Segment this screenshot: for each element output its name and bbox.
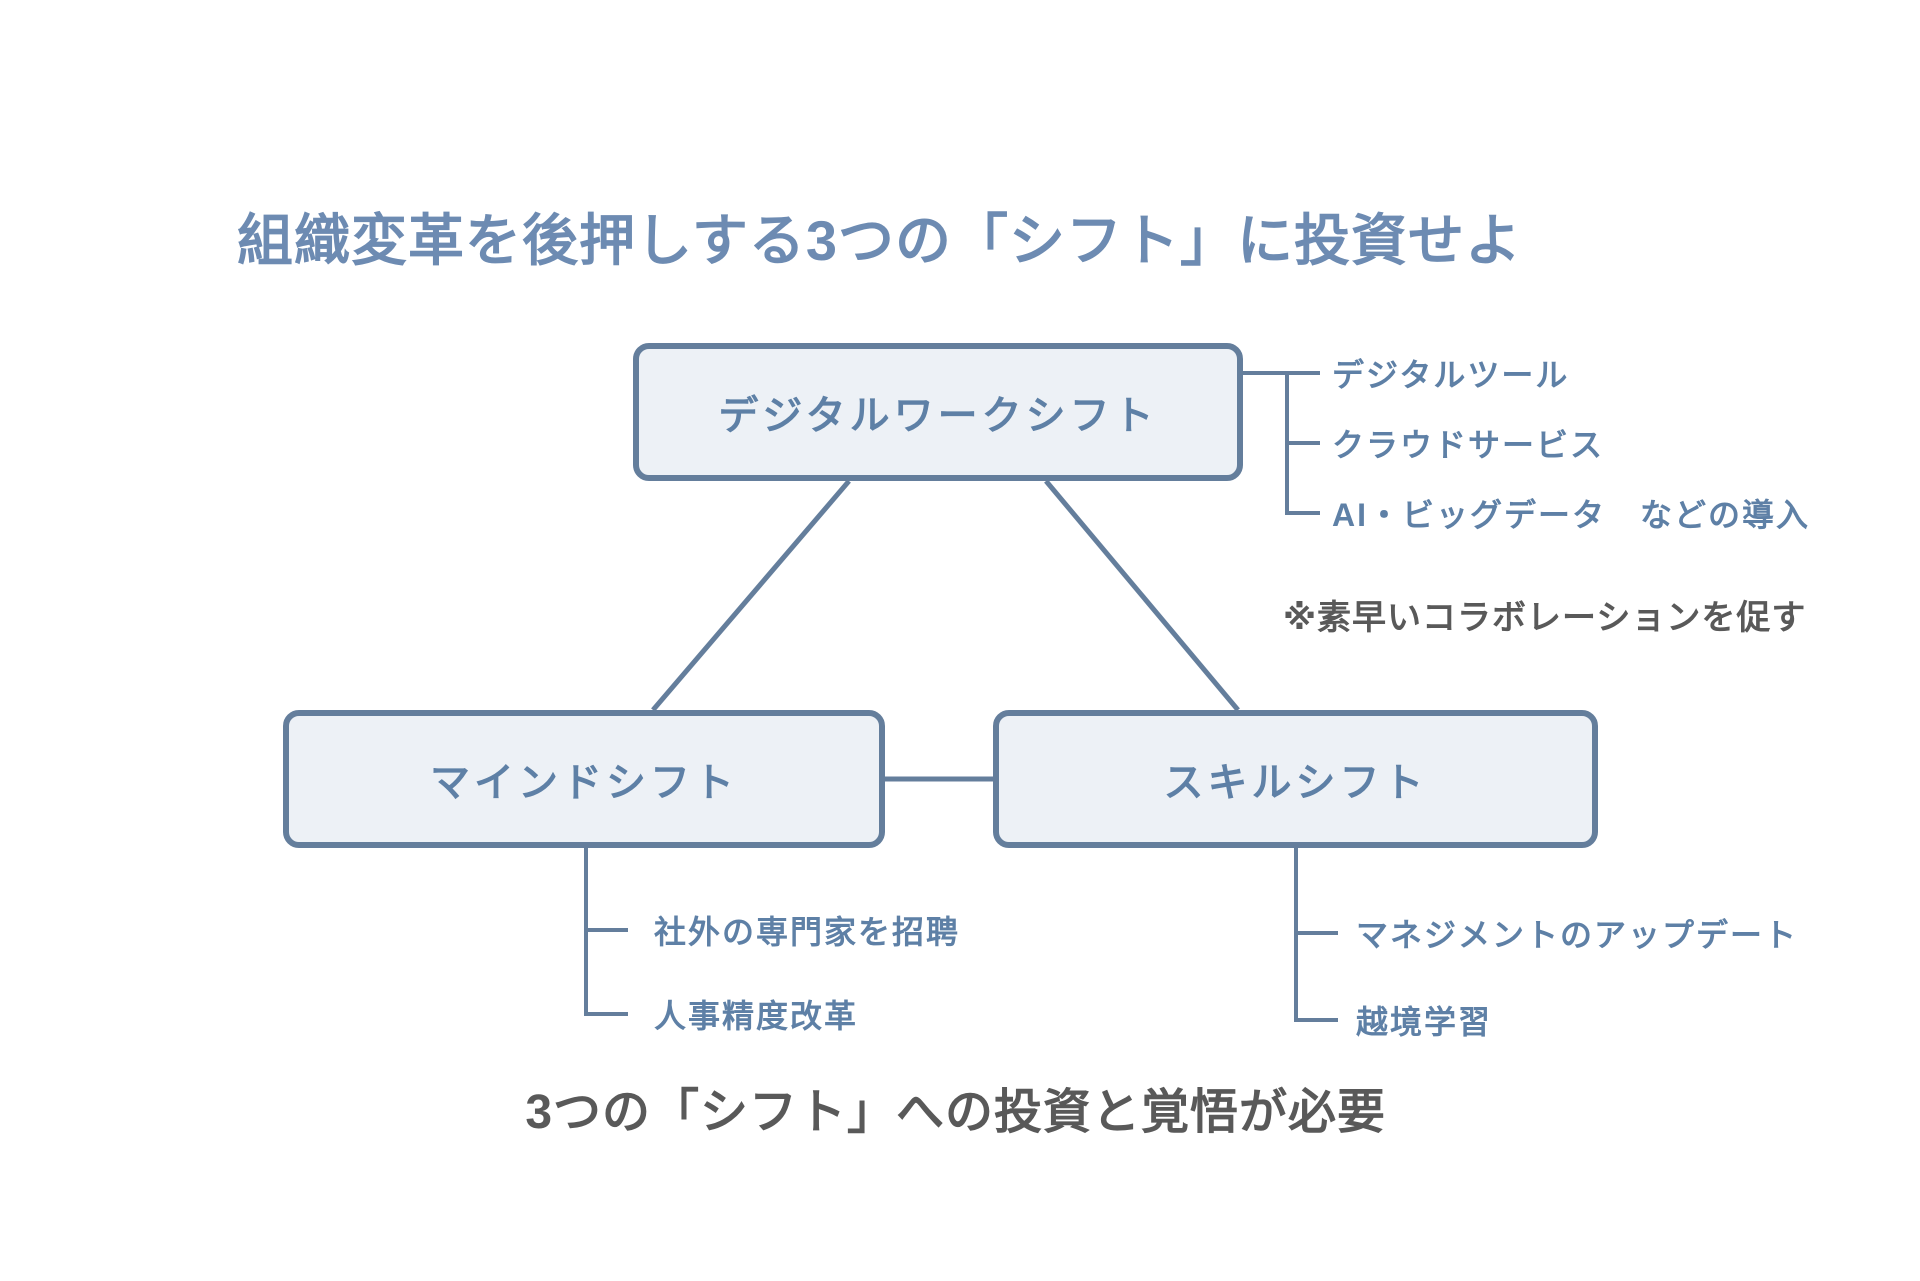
node-skill-shift-label: スキルシフト [1163, 761, 1428, 805]
page-title: 組織変革を後押しする3つの「シフト」に投資せよ [237, 209, 1523, 272]
skill-item-management-update: マネジメントのアップデート [1356, 917, 1799, 953]
digital-item-digital-tools: デジタルツール [1332, 357, 1570, 393]
node-digital-work-shift: デジタルワークシフト [633, 343, 1243, 481]
node-digital-work-shift-label: デジタルワークシフト [718, 394, 1158, 438]
node-mind-shift-label: マインドシフト [430, 761, 738, 805]
mind-item-external-experts: 社外の専門家を招聘 [654, 914, 961, 950]
edge-digital-to-skill [1044, 479, 1240, 712]
mind-item-hr-reform: 人事精度改革 [654, 998, 859, 1034]
digital-item-ai-bigdata: AI・ビッグデータ などの導入 [1332, 497, 1811, 533]
edge-digital-to-mind [651, 479, 851, 712]
skill-item-cross-boundary-learning: 越境学習 [1356, 1004, 1493, 1040]
digital-item-cloud-services: クラウドサービス [1332, 427, 1605, 463]
collaboration-note: ※素早いコラボレーションを促す [1283, 599, 1807, 637]
bottom-caption: 3つの「シフト」への投資と覚悟が必要 [525, 1086, 1387, 1139]
node-skill-shift: スキルシフト [993, 710, 1598, 848]
node-mind-shift: マインドシフト [283, 710, 885, 848]
